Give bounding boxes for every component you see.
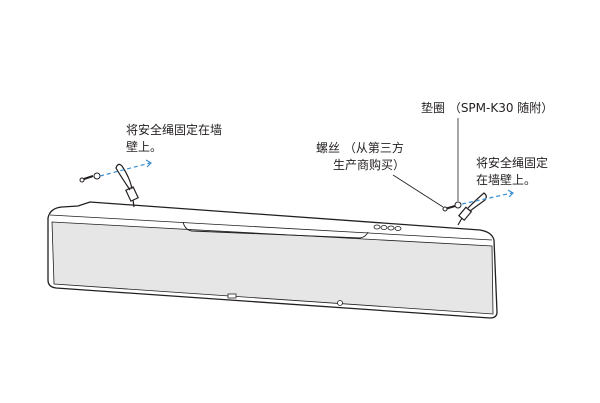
right-instruction-label: 将安全绳固定 在墙壁上。 xyxy=(476,155,548,189)
right-safety-wire xyxy=(457,192,487,226)
right-arrow-icon xyxy=(461,192,513,205)
left-safety-wire xyxy=(115,163,139,208)
leader-lines xyxy=(392,118,459,208)
right-screw-icon xyxy=(442,201,462,212)
screw-line2: 生产商购买） xyxy=(333,158,406,172)
left-instruction-line1: 将安全绳固定在墙 xyxy=(126,123,223,137)
right-instruction-line1: 将安全绳固定 xyxy=(476,156,549,170)
right-instruction-line2: 在墙壁上。 xyxy=(476,173,537,187)
left-instruction-line2: 壁上。 xyxy=(126,140,163,154)
control-buttons xyxy=(373,224,402,231)
washer-label: 垫圈 （SPM-K30 随附） xyxy=(421,101,554,115)
left-instruction-label: 将安全绳固定在墙 壁上。 xyxy=(126,122,222,156)
screw-line1: 螺丝 （从第三方 xyxy=(316,141,404,155)
left-screw-icon xyxy=(79,172,101,183)
screw-label: 螺丝 （从第三方 生产商购买） xyxy=(316,140,405,174)
left-arrow-icon xyxy=(99,162,151,177)
dashed-arrows xyxy=(99,162,513,205)
soundbar xyxy=(47,201,498,319)
